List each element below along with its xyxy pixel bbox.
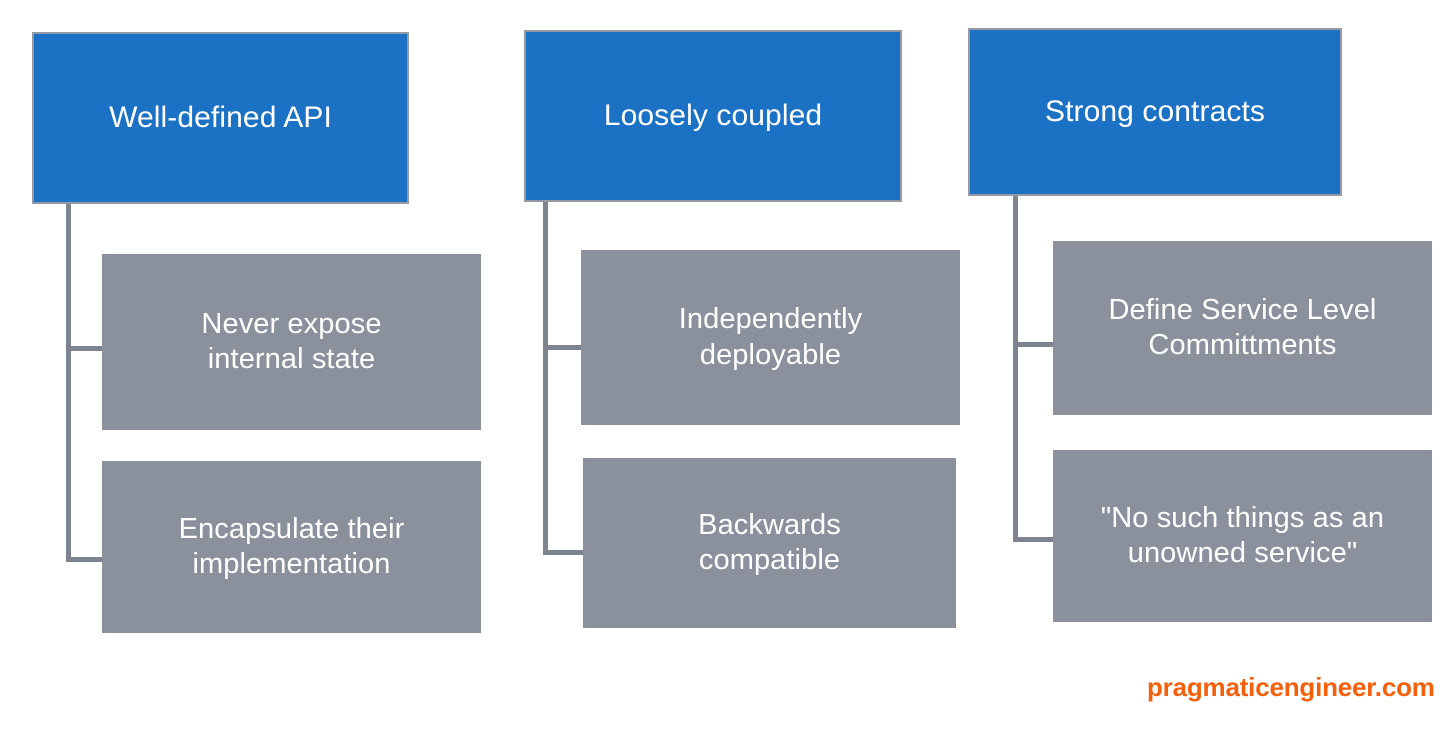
leaf-box-backwards-compatible[interactable]: Backwards compatible (583, 458, 956, 628)
connector-branch-column-2-leaf-1 (543, 345, 585, 350)
connector-branch-column-3-leaf-1 (1013, 342, 1058, 347)
heading-label: Well-defined API (109, 100, 332, 134)
leaf-box-no-such-things-as-an-unowned-service[interactable]: "No such things as an unowned service" (1053, 450, 1432, 622)
heading-box-strong-contracts[interactable]: Strong contracts (968, 28, 1342, 196)
connector-branch-column-2-leaf-2 (543, 550, 588, 555)
leaf-box-define-service-level-committments[interactable]: Define Service Level Committments (1053, 241, 1432, 415)
connector-branch-column-1-leaf-2 (66, 557, 106, 562)
leaf-label: "No such things as an unowned service" (1100, 501, 1385, 569)
connector-branch-column-1-leaf-1 (66, 346, 106, 351)
heading-label: Loosely coupled (603, 98, 823, 132)
heading-label: Strong contracts (1044, 94, 1266, 128)
leaf-box-independently-deployable[interactable]: Independently deployable (581, 250, 960, 425)
connector-trunk-column-3 (1013, 194, 1018, 542)
leaf-label: Define Service Level Committments (1108, 293, 1377, 361)
leaf-label: Backwards compatible (698, 508, 841, 576)
leaf-label: Never expose internal state (201, 307, 382, 375)
leaf-label: Independently deployable (678, 303, 863, 371)
leaf-box-never-expose-internal-state[interactable]: Never expose internal state (102, 254, 481, 430)
watermark-pragmaticengineer: pragmaticengineer.com (1147, 672, 1435, 702)
leaf-label: Encapsulate their implementation (178, 512, 405, 580)
heading-box-well-defined-api[interactable]: Well-defined API (32, 32, 409, 204)
heading-box-loosely-coupled[interactable]: Loosely coupled (524, 30, 902, 202)
connector-branch-column-3-leaf-2 (1013, 537, 1061, 542)
connector-trunk-column-1 (66, 200, 71, 562)
connector-trunk-column-2 (543, 198, 548, 555)
leaf-box-encapsulate-their-implementation[interactable]: Encapsulate their implementation (102, 461, 481, 633)
